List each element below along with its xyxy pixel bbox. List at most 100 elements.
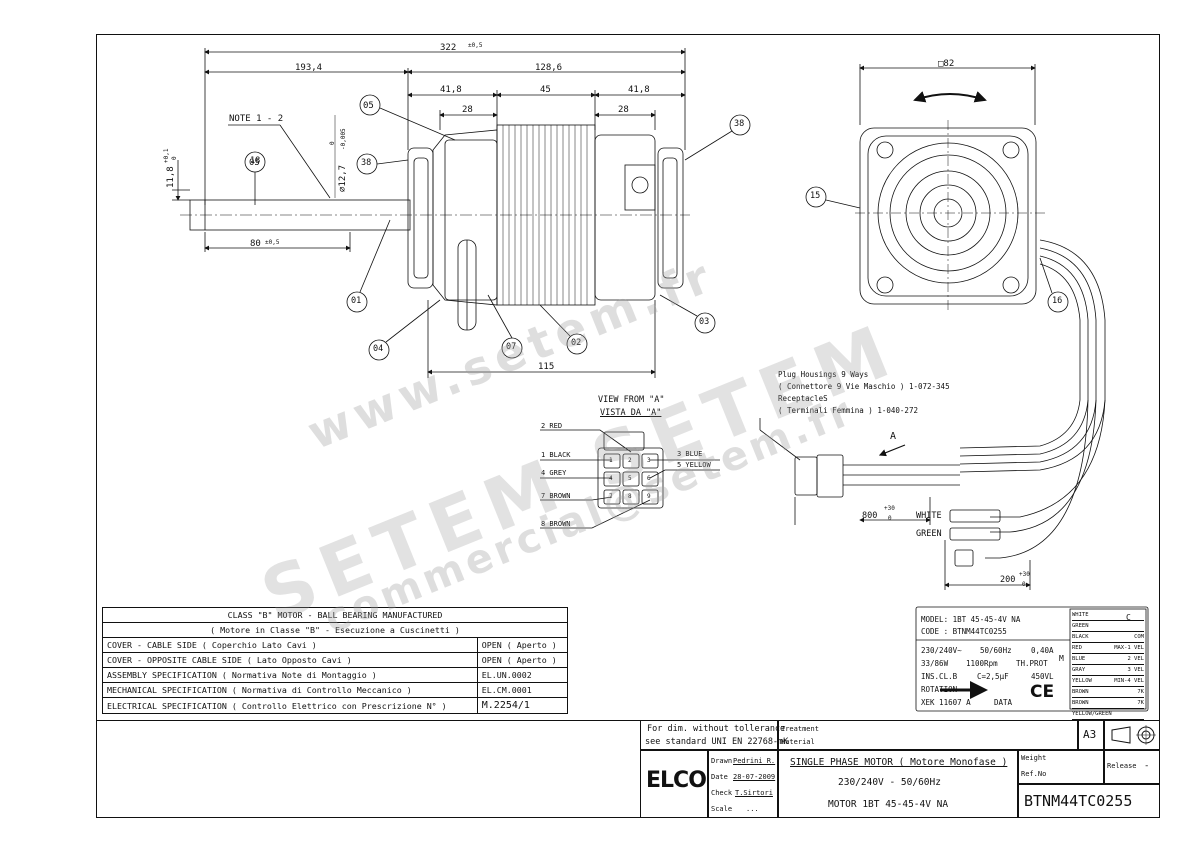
dim-overall-tol: ±0,5 xyxy=(468,42,483,49)
plate-code: CODE : BTNM44TC0255 xyxy=(921,627,1007,636)
spec-header-1: CLASS "B" MOTOR - BALL BEARING MANUFACTU… xyxy=(102,607,568,623)
release-value: - xyxy=(1144,761,1150,771)
callout-05-label: 05 xyxy=(363,101,374,111)
spec-value: EL.CM.0001 xyxy=(476,682,569,698)
plate-wire-color: GRAY xyxy=(1072,667,1086,673)
plate-rpm: 1100Rpm xyxy=(966,659,998,668)
view-arrow-label: A xyxy=(890,431,897,442)
description-1: SINGLE PHASE MOTOR ( Motore Monofase ) xyxy=(790,757,1008,768)
dim-right-flange: 41,8 xyxy=(628,85,650,95)
dim-right-inner: 28 xyxy=(618,105,629,115)
dim-shaft: 193,4 xyxy=(295,63,322,73)
callout-38-right: 38 xyxy=(734,119,745,129)
scale-value: ... xyxy=(746,805,759,813)
sheet-format: A3 xyxy=(1083,728,1097,741)
plate-wire-row: GREEN xyxy=(1072,621,1144,632)
dim-shaft-diameter: ∅12,7 xyxy=(338,165,348,192)
pin-8: 8 xyxy=(628,493,632,500)
dim-flat-len: 80 xyxy=(250,239,261,249)
callout-03: 03 xyxy=(699,317,710,327)
plate-wire-color: WHITE xyxy=(1072,612,1089,618)
plate-wire-speed: 3 VEL xyxy=(1127,667,1144,673)
pin-5: 5 xyxy=(628,475,632,482)
wire-blue: 3 BLUE xyxy=(677,450,703,458)
spec-row: ELECTRICAL SPECIFICATION ( Controllo Ele… xyxy=(102,697,569,714)
plate-wire-row: BROWN 7K xyxy=(1072,698,1144,709)
wire-red: 2 RED xyxy=(541,422,563,430)
material-label: Material xyxy=(781,738,815,746)
format-box xyxy=(1078,720,1104,750)
weight-label: Weight xyxy=(1021,754,1047,762)
dim-note-1: For dim. without tollerance xyxy=(647,724,786,734)
weight-box xyxy=(1018,750,1104,784)
dim-stack: 45 xyxy=(540,85,551,95)
date-value: 28-07-2009 xyxy=(733,773,776,781)
terminal-green: GREEN xyxy=(916,529,942,539)
ce-mark: CE xyxy=(1030,682,1055,702)
callout-07: 07 xyxy=(506,342,517,352)
dim-lead-tol-bot: 0 xyxy=(888,515,892,522)
drawn-label: Drawn xyxy=(711,757,733,765)
plate-wire-color: YELLOW/GREEN xyxy=(1072,711,1112,717)
drawing-code: BTNM44TC0255 xyxy=(1024,792,1133,810)
plate-current: 0,40A xyxy=(1031,646,1054,655)
dim-overall: 322 xyxy=(440,43,456,53)
dim-ground-len: 200 xyxy=(1000,575,1016,585)
vista-da-a: VISTA DA "A" xyxy=(600,408,662,418)
spec-value: M.2254/1 xyxy=(476,697,569,714)
pin-7: 7 xyxy=(609,493,613,500)
description-2: 230/240V - 50/60Hz xyxy=(838,777,941,788)
dim-flat-len-tol: ±0,5 xyxy=(265,239,280,246)
pin-2: 2 xyxy=(628,457,632,464)
dim-ground-tol-top: +30 xyxy=(1019,571,1030,578)
plug-note-4: ( Terminali Femmina ) 1-040-272 xyxy=(778,406,918,415)
dim-lead-len: 800 xyxy=(862,511,878,521)
plate-c: C xyxy=(1126,613,1131,622)
callout-02: 02 xyxy=(571,338,582,348)
plate-wire-color: BLUE xyxy=(1072,656,1086,662)
plate-wire-color: BROWN xyxy=(1072,689,1089,695)
treatment-box xyxy=(778,720,1078,750)
release-label: Release xyxy=(1107,762,1137,770)
callout-01: 01 xyxy=(351,296,362,306)
plate-wire-speed: 7K xyxy=(1137,700,1144,706)
note-label: NOTE 1 - 2 xyxy=(229,114,283,124)
logo-box xyxy=(640,750,708,818)
spec-label: ELECTRICAL SPECIFICATION ( Controllo Ele… xyxy=(102,697,478,714)
plate-wire-color: GREEN xyxy=(1072,623,1089,629)
release-box xyxy=(1104,750,1160,784)
spec-value: OPEN ( Aperto ) xyxy=(476,652,569,668)
dim-note-box xyxy=(640,720,778,750)
plate-model: MODEL: 1BT 45-45-4V NA xyxy=(921,615,1021,624)
view-from-a: VIEW FROM "A" xyxy=(598,395,665,405)
dim-left-flange: 41,8 xyxy=(440,85,462,95)
plate-power: 33/86W xyxy=(921,659,949,668)
dim-lead-tol-top: +30 xyxy=(884,505,895,512)
drawn-by: Pedrini R. xyxy=(733,757,776,765)
plate-wire-speed: COM xyxy=(1134,634,1144,640)
plate-wire-color: RED xyxy=(1072,645,1082,651)
dim-flat-tol-top: +0,1 xyxy=(163,148,170,163)
plate-thprot: TH.PROT xyxy=(1016,659,1048,668)
dim-shaft-dia-tol-bot: -0,005 xyxy=(340,128,347,150)
plate-wire-color: BROWN xyxy=(1072,700,1089,706)
spec-table: CLASS "B" MOTOR - BALL BEARING MANUFACTU… xyxy=(102,607,569,714)
spec-row: COVER - CABLE SIDE ( Coperchio Lato Cavi… xyxy=(102,637,569,653)
spec-row: COVER - OPPOSITE CABLE SIDE ( Lato Oppos… xyxy=(102,652,569,668)
dim-square: □82 xyxy=(938,59,954,69)
plate-m: M xyxy=(1059,654,1064,663)
callout-04: 04 xyxy=(373,344,384,354)
checked-by: T.Sirtori xyxy=(735,789,773,797)
callout-15: 15 xyxy=(810,191,821,201)
wire-brown-7: 7 BROWN xyxy=(541,492,571,500)
pin-3: 3 xyxy=(647,457,651,464)
plate-wire-row: GRAY 3 VEL xyxy=(1072,665,1144,676)
pin-6: 6 xyxy=(647,475,651,482)
plate-voltage: 230/240V∼ xyxy=(921,646,962,655)
spec-label: COVER - CABLE SIDE ( Coperchio Lato Cavi… xyxy=(102,637,478,653)
dim-ground-tol-bot: 0 xyxy=(1022,581,1026,588)
